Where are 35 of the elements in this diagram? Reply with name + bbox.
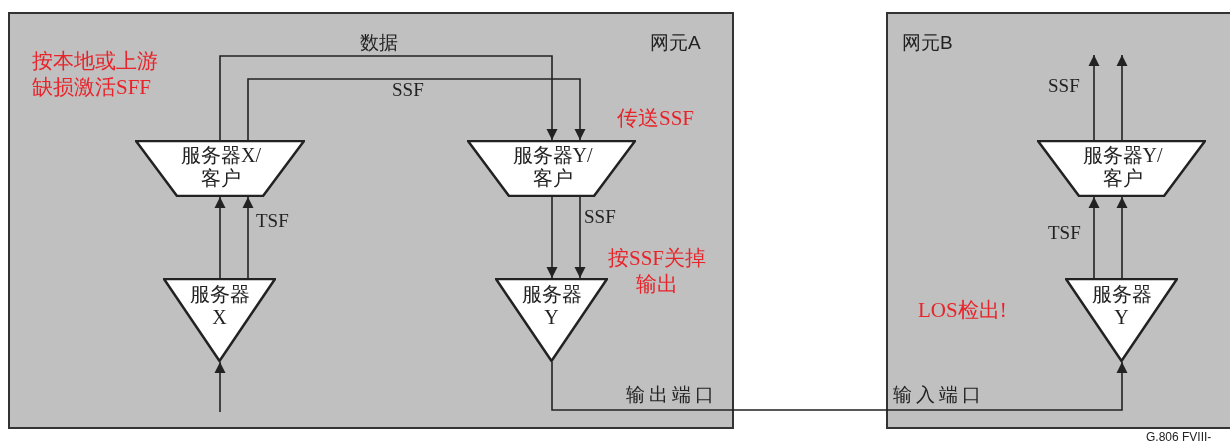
arrow <box>546 196 558 279</box>
edge-label: SSF <box>1048 75 1080 97</box>
arrow <box>214 361 226 413</box>
triangle-block: 服务器X <box>163 278 276 362</box>
triangle-block: 服务器Y <box>495 278 608 362</box>
port-label: 输入端口 <box>893 383 985 407</box>
edge-label: TSF <box>256 210 289 232</box>
note-text: 按本地或上游缺损激活SFF <box>32 48 159 100</box>
note-text: LOS检出! <box>918 297 1007 324</box>
arrow <box>1116 196 1128 279</box>
trapezoid-block: 服务器Y/客户 <box>467 140 636 197</box>
figure-id: G.806 FVIII- <box>1146 430 1212 444</box>
box-title: 网元B <box>902 31 953 55</box>
triangle-block: 服务器Y <box>1065 278 1178 362</box>
arrow <box>247 78 586 141</box>
network-element-box <box>886 12 1230 429</box>
edge-label: TSF <box>1048 222 1081 244</box>
arrow <box>574 196 586 279</box>
arrow <box>219 55 558 141</box>
note-text: 传送SSF <box>617 105 695 132</box>
arrow <box>214 196 226 279</box>
trapezoid-block: 服务器Y/客户 <box>1037 140 1206 197</box>
arrow <box>1088 54 1100 141</box>
box-title: 网元A <box>650 31 701 55</box>
trapezoid-block: 服务器X/客户 <box>135 140 305 197</box>
arrow <box>242 196 254 279</box>
edge-label: 数据 <box>360 31 398 55</box>
arrow <box>1088 196 1100 279</box>
note-text: 按SSF关掉输出 <box>606 245 707 297</box>
edge-label: SSF <box>392 79 424 101</box>
edge-label: SSF <box>584 206 616 228</box>
port-label: 输出端口 <box>626 383 718 407</box>
network-element-box <box>8 12 734 429</box>
arrow <box>1116 54 1128 141</box>
arrow <box>551 361 1128 411</box>
